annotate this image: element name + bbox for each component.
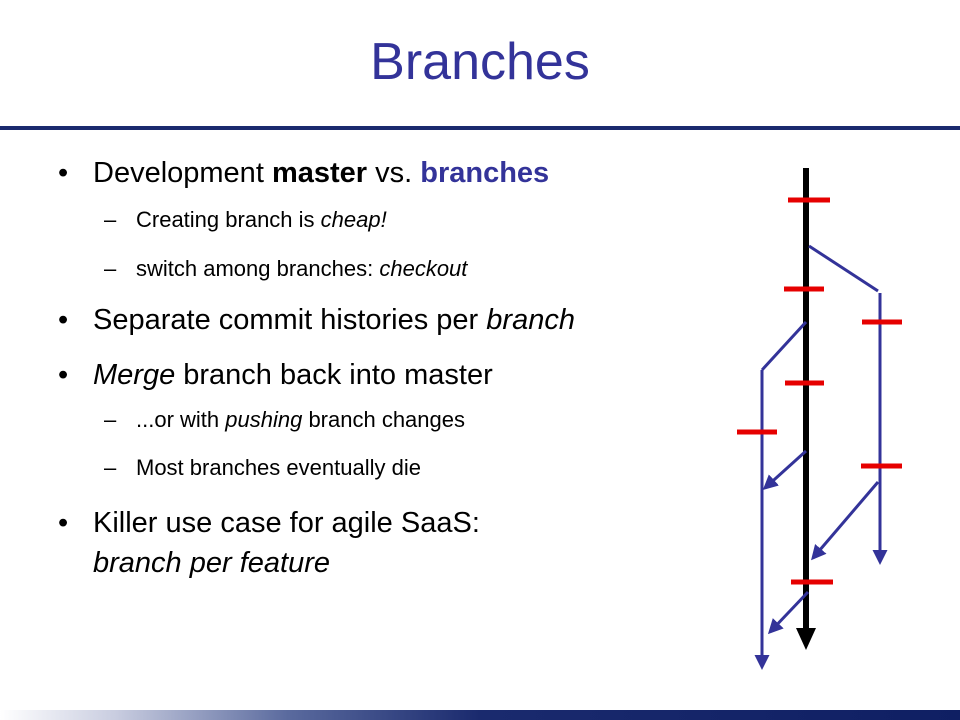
text-checkout: checkout (379, 256, 468, 281)
subbullet-text: ...or with pushing branch changes (136, 407, 465, 433)
text-development: Development (93, 157, 272, 189)
text-branch: branch (486, 304, 575, 336)
bullet-marker: • (58, 507, 69, 539)
text-merge: Merge (93, 359, 176, 391)
text-or-with: ...or with (136, 407, 226, 432)
master-arrowhead (796, 628, 816, 650)
subbullet-marker: – (104, 455, 117, 480)
push-to-branch-line (767, 590, 810, 635)
text-pushing: pushing (225, 407, 303, 432)
bullet-text: Separate commit histories per branch (93, 303, 575, 337)
slide-title: Branches (370, 33, 590, 91)
subbullet-text: switch among branches: checkout (136, 256, 467, 282)
text-vs: vs. (367, 157, 421, 189)
text-branch-changes: branch changes (302, 407, 465, 432)
bullet-text-line1: Killer use case for agile SaaS: (93, 507, 480, 539)
subbullet-marker: – (104, 256, 117, 281)
text-branches: branches (420, 157, 550, 189)
subbullet-text: Most branches eventually die (136, 455, 421, 480)
bullet-text: Merge branch back into master (93, 358, 493, 392)
subbullet-text: Creating branch is cheap! (136, 207, 387, 233)
bullet-marker: • (58, 359, 69, 391)
right-branch-fork (808, 244, 879, 293)
text-creating-branch: Creating branch is (136, 207, 321, 232)
text-separate: Separate commit histories per (93, 304, 487, 336)
text-switch: switch among branches: (136, 256, 380, 281)
subbullet-marker: – (104, 407, 117, 432)
bullet-text: Development master vs. branches (93, 156, 549, 190)
footer-gradient-bar (0, 710, 960, 720)
merge-into-master-line (811, 481, 880, 561)
text-merge-rest: branch back into master (175, 359, 493, 391)
subbullet-marker: – (104, 207, 117, 232)
push-to-branch-line (762, 449, 808, 491)
bullet-text-line2: branch per feature (93, 547, 330, 579)
text-master: master (271, 157, 368, 189)
bullet-marker: • (58, 304, 69, 336)
text-cheap: cheap! (320, 207, 387, 232)
title-underline (0, 126, 960, 130)
left-branch-fork (760, 320, 808, 372)
bullet-marker: • (58, 157, 69, 189)
bullet-list: • Development master vs. branches – Crea… (58, 156, 575, 579)
